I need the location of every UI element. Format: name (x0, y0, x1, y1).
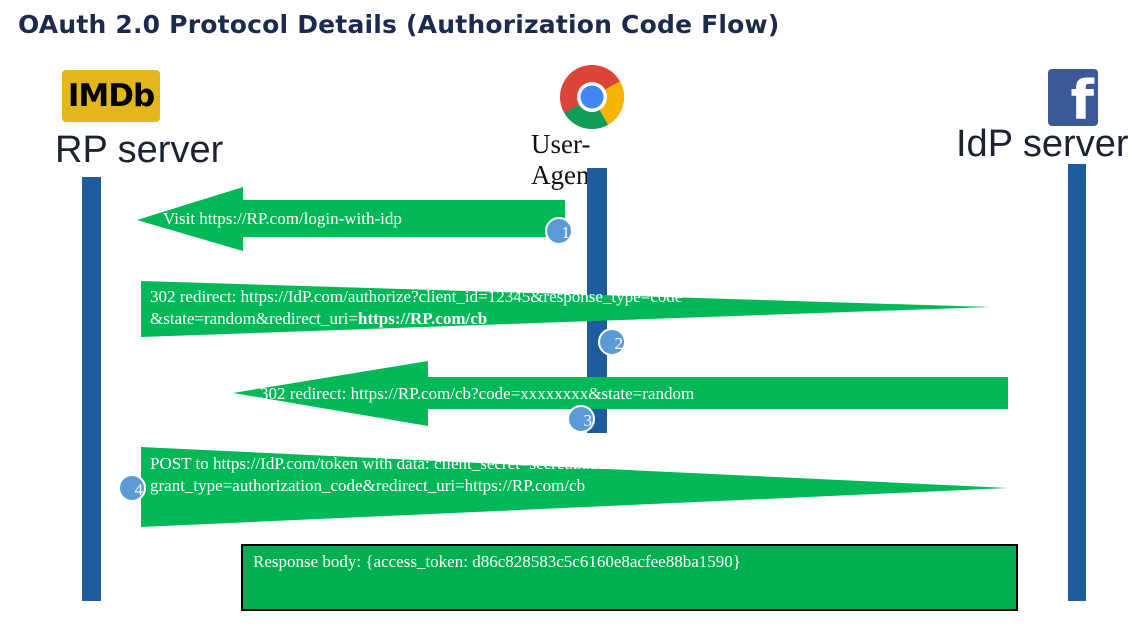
rp-lifeline (82, 177, 101, 601)
user-agent-label: User- Agent (531, 129, 593, 191)
response-box: Response body: {access_token: d86c828583… (241, 544, 1018, 611)
step-badge-3: 3 (567, 405, 595, 433)
imdb-logo: IMDb (62, 70, 160, 122)
rp-server-label: RP server (55, 129, 224, 171)
message-1-text: Visit https://RP.com/login-with-idp (163, 209, 402, 228)
message-4-text: POST to https://IdP.com/token with data:… (150, 453, 642, 497)
message-4-line1: POST to https://IdP.com/token with data:… (150, 454, 642, 473)
step-badge-2: 2 (598, 328, 626, 356)
arrow-4 (141, 447, 1008, 527)
step-badge-1: 1 (545, 217, 573, 245)
user-agent-label-line1: User- (531, 129, 591, 159)
idp-server-label: IdP server (956, 123, 1129, 165)
facebook-logo: f (1048, 69, 1098, 126)
message-3-text: 302 redirect: https://RP.com/cb?code=xxx… (260, 384, 695, 403)
message-2-line2-bold: https://RP.com/cb (358, 309, 488, 328)
page-title: OAuth 2.0 Protocol Details (Authorizatio… (18, 10, 780, 39)
message-2-line2-prefix: &state=random&redirect_uri= (150, 309, 358, 328)
message-2-line1: 302 redirect: https://IdP.com/authorize?… (150, 287, 683, 306)
message-2-text: 302 redirect: https://IdP.com/authorize?… (150, 286, 682, 330)
arrow-2 (141, 281, 990, 337)
chrome-icon (560, 65, 625, 129)
arrow-1 (137, 187, 565, 251)
message-2-line2: &state=random&redirect_uri=https://RP.co… (150, 308, 682, 330)
arrow-3 (233, 361, 1008, 426)
message-4-line2: grant_type=authorization_code&redirect_u… (150, 476, 586, 495)
idp-lifeline (1068, 164, 1086, 601)
user-agent-label-line2: Agent (531, 160, 593, 190)
step-badge-4: 4 (118, 474, 146, 502)
